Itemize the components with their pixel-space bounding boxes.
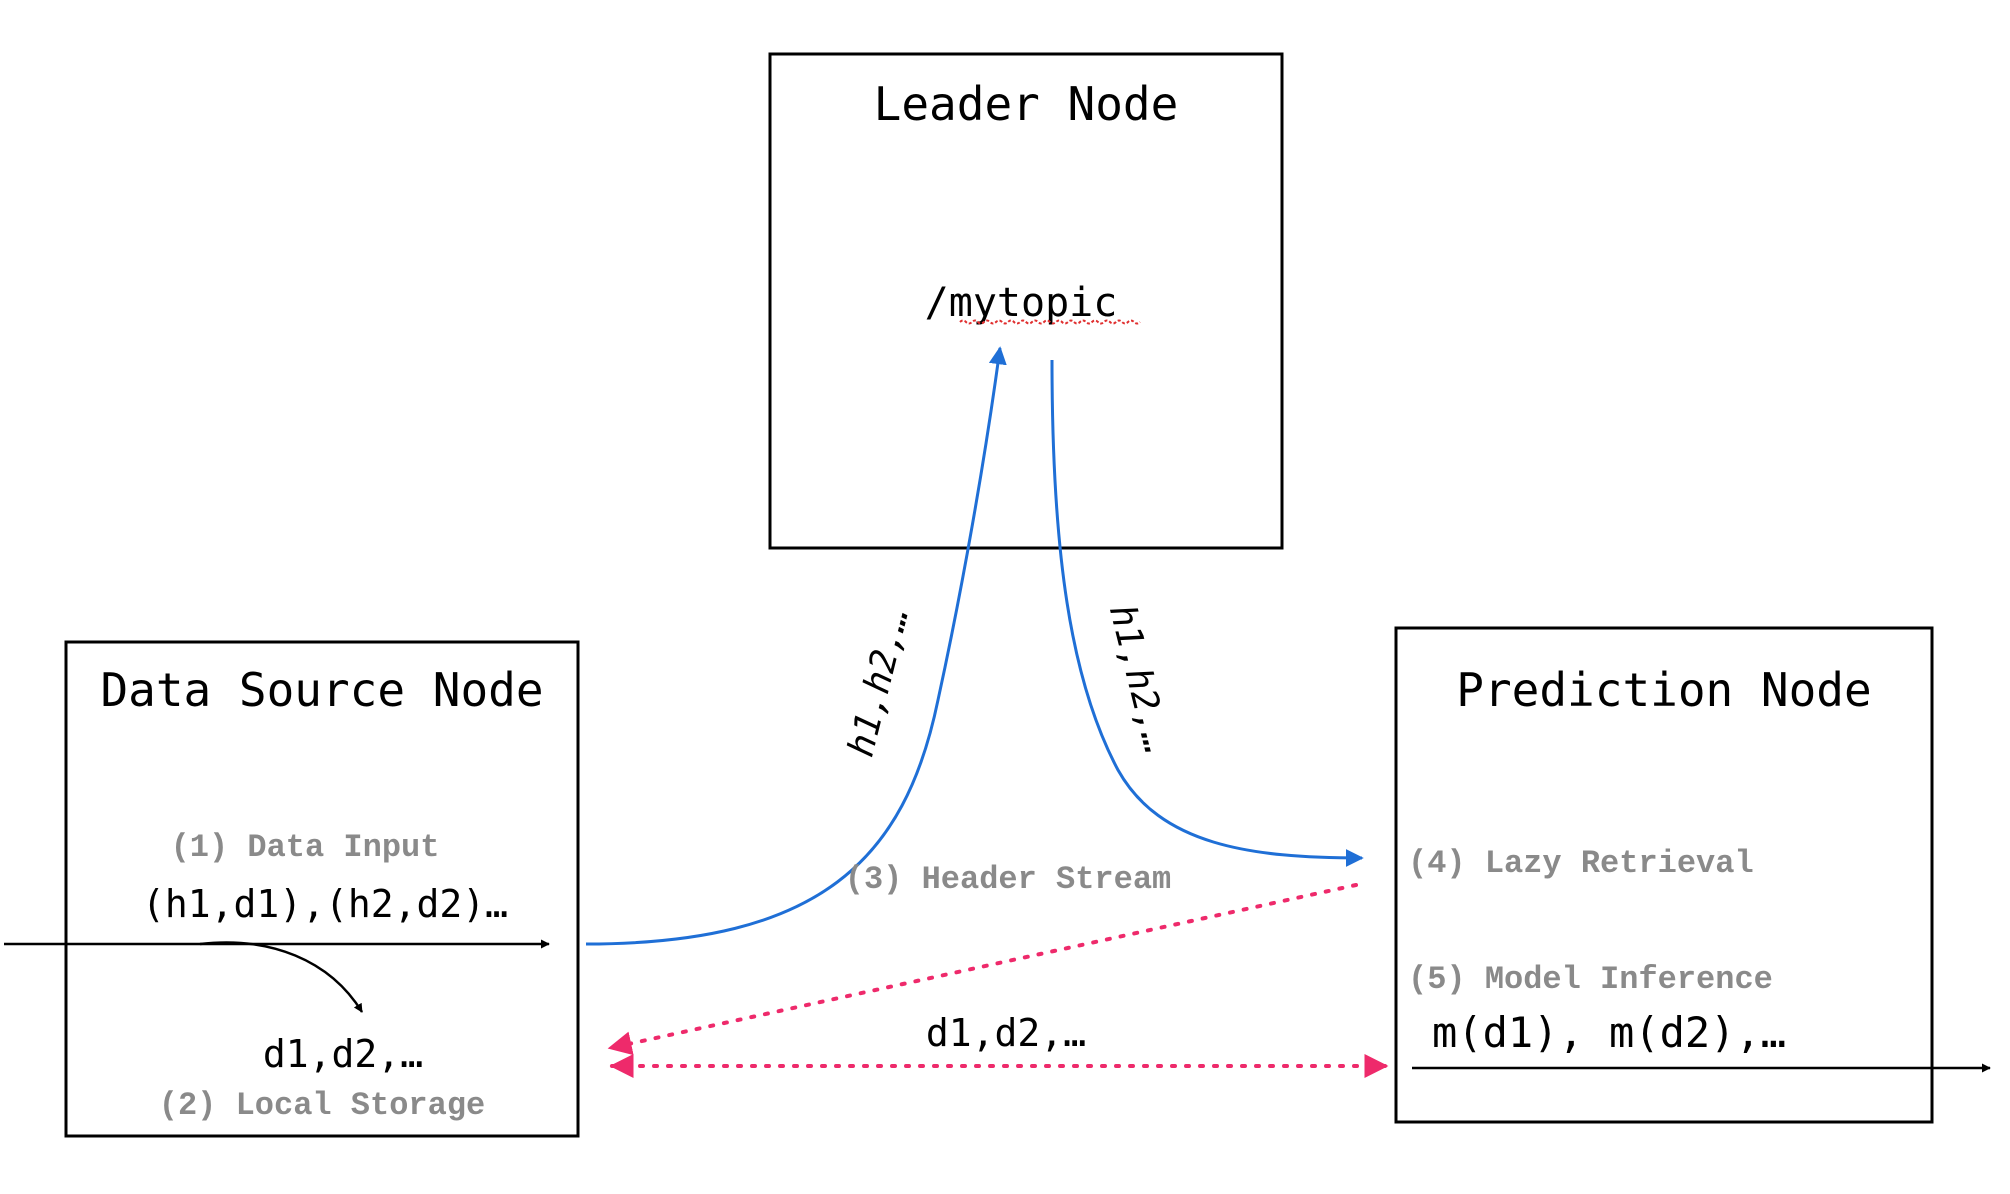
stored-data: d1,d2,… [263, 1032, 423, 1076]
prediction-node: Prediction Node (4) Lazy Retrieval (5) M… [1394, 626, 1934, 1124]
headers-up-label: h1,h2,… [841, 604, 917, 761]
header-stream-down-arrow [1050, 359, 1364, 867]
data-source-node: Data Source Node (1) Data Input (h1,d1),… [64, 640, 580, 1138]
leader-node-title: Leader Node [874, 77, 1179, 131]
leader-node-box [768, 52, 1284, 550]
step4-lazy-retrieval-label: (4) Lazy Retrieval [1408, 845, 1754, 882]
model-outputs: m(d1), m(d2),… [1432, 1008, 1786, 1057]
step5-model-inference-label: (5) Model Inference [1408, 961, 1773, 998]
headers-down-label: h1,h2,… [1101, 601, 1177, 758]
leader-node: Leader Node /mytopic [768, 52, 1284, 550]
input-tuples: (h1,d1),(h2,d2)… [142, 882, 508, 926]
step3-header-stream-label: (3) Header Stream [845, 861, 1171, 898]
local-storage-arrow [199, 941, 364, 1013]
step2-local-storage-label: (2) Local Storage [159, 1087, 485, 1124]
data-source-node-title: Data Source Node [100, 663, 543, 717]
prediction-node-box [1394, 626, 1934, 1124]
topic-label: /mytopic [925, 280, 1118, 326]
prediction-node-title: Prediction Node [1456, 663, 1871, 717]
data-request-arrow [607, 883, 1358, 1056]
step1-data-input-label: (1) Data Input [171, 829, 440, 866]
spellcheck-underline [959, 319, 1141, 325]
header-stream-up-arrow [585, 346, 1007, 946]
data-source-node-box [64, 640, 580, 1138]
data-transfer-label: d1,d2,… [926, 1011, 1086, 1055]
